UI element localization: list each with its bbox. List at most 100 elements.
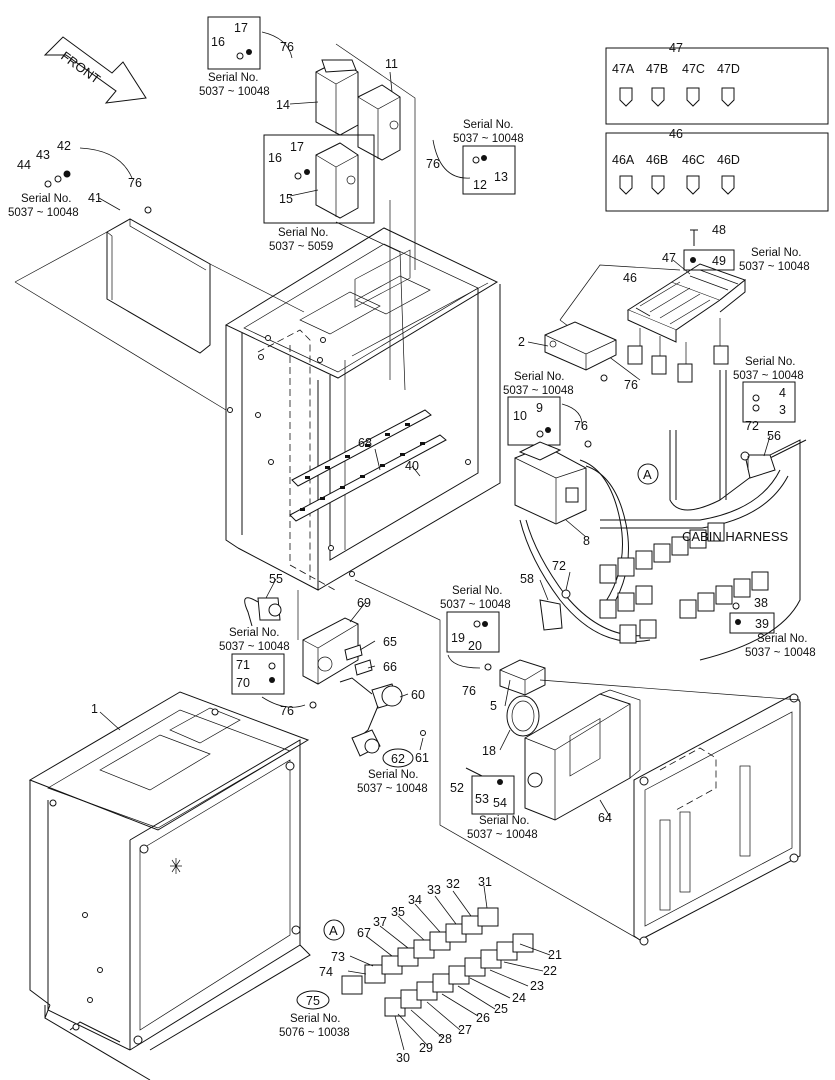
fuse-47a: 47A	[612, 62, 635, 76]
label-64: 64	[598, 811, 612, 825]
main-frame	[224, 227, 501, 591]
serial-range-1213: 5037 ~ 10048	[453, 133, 524, 145]
serial-range-34: 5037 ~ 10048	[733, 370, 804, 382]
label-42: 42	[57, 139, 71, 153]
label-76-c: 76	[128, 176, 142, 190]
label-76-e: 76	[574, 419, 588, 433]
cabin-harness	[519, 370, 807, 661]
label-66: 66	[383, 660, 397, 674]
serial-prefix-1213: Serial No.	[463, 119, 514, 131]
label-11: 11	[385, 57, 398, 71]
connector-A-bottom-label: A	[329, 923, 338, 938]
label-53: 53	[475, 792, 489, 806]
bracket-69	[302, 617, 359, 685]
serial-prefix-1920: Serial No.	[452, 585, 503, 597]
callout-75-ring	[296, 990, 330, 1010]
clamp-58	[539, 589, 571, 631]
fuse-group-46-title: 46	[669, 127, 683, 141]
front-arrow: FRONT	[43, 36, 147, 104]
label-76-a: 76	[280, 40, 294, 54]
label-34: 34	[408, 893, 422, 907]
serial-box-3-4	[742, 381, 796, 423]
label-12: 12	[473, 178, 487, 192]
fuse-47d: 47D	[717, 62, 740, 76]
label-43: 43	[36, 148, 50, 162]
serial-prefix-62: Serial No.	[368, 769, 419, 781]
clip-66	[354, 659, 373, 676]
label-2: 2	[518, 335, 525, 349]
label-28: 28	[438, 1032, 452, 1046]
gauge-18	[506, 695, 540, 737]
label-17-top: 17	[234, 21, 248, 35]
connector-A-bottom: A	[323, 919, 345, 941]
fuse-block	[626, 263, 747, 383]
relay-5	[499, 659, 546, 696]
fuse-47b: 47B	[646, 62, 668, 76]
label-22: 22	[543, 964, 557, 978]
label-32: 32	[446, 877, 460, 891]
label-39: 39	[755, 617, 769, 631]
serial-box-12-13	[462, 145, 516, 195]
cabin-harness-label: CABIN HARNESS	[682, 529, 789, 544]
serial-prefix-34: Serial No.	[745, 356, 796, 368]
label-60: 60	[411, 688, 425, 702]
label-23: 23	[530, 979, 544, 993]
serial-range-41: 5037 ~ 10048	[8, 207, 79, 219]
screw-48	[690, 229, 698, 246]
label-76-f: 76	[280, 704, 294, 718]
fuse-box-47	[605, 47, 829, 125]
label-49: 49	[712, 254, 726, 268]
serial-prefix-39: Serial No.	[757, 633, 808, 645]
connector-A-top: A	[637, 463, 659, 485]
clip-65	[344, 644, 363, 661]
label-1: 1	[91, 702, 98, 716]
serial-range-62: 5037 ~ 10048	[357, 783, 428, 795]
callout-62-ring	[382, 748, 414, 768]
label-47-block: 47	[662, 251, 676, 265]
label-20: 20	[468, 639, 482, 653]
label-71: 71	[236, 658, 250, 672]
label-35: 35	[391, 905, 405, 919]
serial-box-16-17-top	[207, 16, 261, 70]
serial-range-7071: 5037 ~ 10048	[219, 641, 290, 653]
label-54: 54	[493, 796, 507, 810]
label-74: 74	[319, 965, 333, 979]
relay-14	[315, 59, 359, 136]
connector-A-top-label: A	[643, 467, 652, 482]
label-37: 37	[373, 915, 387, 929]
serial-prefix-7071: Serial No.	[229, 627, 280, 639]
label-3: 3	[779, 403, 786, 417]
label-29: 29	[419, 1041, 433, 1055]
fuse-46d: 46D	[717, 153, 740, 167]
label-65: 65	[383, 635, 397, 649]
serial-range-49: 5037 ~ 10048	[739, 261, 810, 273]
label-56: 56	[767, 429, 781, 443]
serial-range-1920: 5037 ~ 10048	[440, 599, 511, 611]
label-76-d: 76	[624, 378, 638, 392]
serial-range-mid: 5037 ~ 5059	[269, 241, 333, 253]
relay-11	[357, 84, 401, 161]
label-58: 58	[520, 572, 534, 586]
label-4: 4	[779, 386, 786, 400]
label-41: 41	[88, 191, 102, 205]
fuse-46a: 46A	[612, 153, 635, 167]
label-31: 31	[478, 875, 492, 889]
panel-right	[633, 693, 801, 946]
serial-prefix-top: Serial No.	[208, 72, 259, 84]
label-61: 61	[415, 751, 429, 765]
relay-row-lower	[384, 933, 534, 1017]
label-69: 69	[357, 596, 371, 610]
relay-15	[315, 142, 359, 219]
label-26: 26	[476, 1011, 490, 1025]
module-8	[514, 441, 587, 525]
fuse-group-47-title: 47	[669, 41, 683, 55]
label-76-g: 76	[462, 684, 476, 698]
label-44: 44	[17, 158, 31, 172]
serial-prefix-2: Serial No.	[514, 371, 565, 383]
label-72-mid: 72	[552, 559, 566, 573]
serial-box-39	[729, 612, 775, 634]
relay-row-upper	[341, 907, 499, 995]
label-72-top: 72	[745, 419, 759, 433]
label-10: 10	[513, 409, 527, 423]
switch-55	[244, 597, 282, 627]
